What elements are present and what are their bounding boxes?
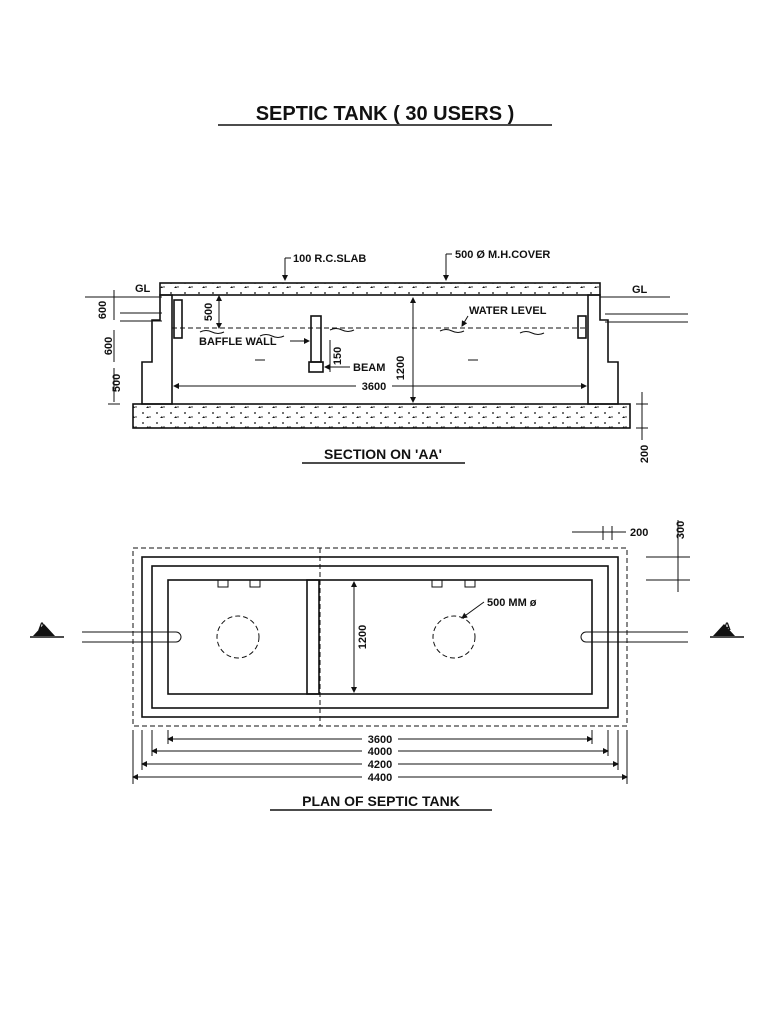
label-gl-left: GL <box>135 283 151 295</box>
dim-offset-300: 300 <box>675 521 687 539</box>
dim-plan-1200: 1200 <box>357 625 369 649</box>
dim-left-600-mid: 600 <box>103 337 115 355</box>
plan-caption: PLAN OF SEPTIC TANK <box>302 793 460 809</box>
dim-offset-200: 200 <box>630 527 648 539</box>
dim-4200: 4200 <box>368 759 392 771</box>
section-mark-left: A <box>38 621 46 633</box>
section-mark-right: A <box>723 621 731 633</box>
dim-depth-1200: 1200 <box>395 356 407 380</box>
dim-4400: 4400 <box>368 772 392 784</box>
label-mh-cover: 500 Ø M.H.COVER <box>455 249 550 261</box>
dim-left-500: 500 <box>111 374 123 392</box>
label-gl-right: GL <box>632 284 648 296</box>
dim-beam-150: 150 <box>332 347 344 365</box>
label-baffle-wall: BAFFLE WALL <box>199 336 277 348</box>
dim-width-3600: 3600 <box>362 381 386 393</box>
dim-base-200: 200 <box>639 445 651 463</box>
label-beam: BEAM <box>353 362 385 374</box>
dim-slab-500: 500 <box>203 303 215 321</box>
dim-left-600-top: 600 <box>97 301 109 319</box>
dim-3600: 3600 <box>368 734 392 746</box>
dim-4000: 4000 <box>368 746 392 758</box>
label-rc-slab: 100 R.C.SLAB <box>293 253 366 265</box>
section-view: 1200 500 150 3600 600 600 500 200 GL GL … <box>85 249 688 464</box>
page-title: SEPTIC TANK ( 30 USERS ) <box>256 103 515 125</box>
plan-view: 1200 A A 500 MM ø 200 300 <box>30 520 744 811</box>
label-water-level: WATER LEVEL <box>469 305 547 317</box>
label-cover-dia: 500 MM ø <box>487 597 537 609</box>
section-caption: SECTION ON 'AA' <box>324 446 442 462</box>
